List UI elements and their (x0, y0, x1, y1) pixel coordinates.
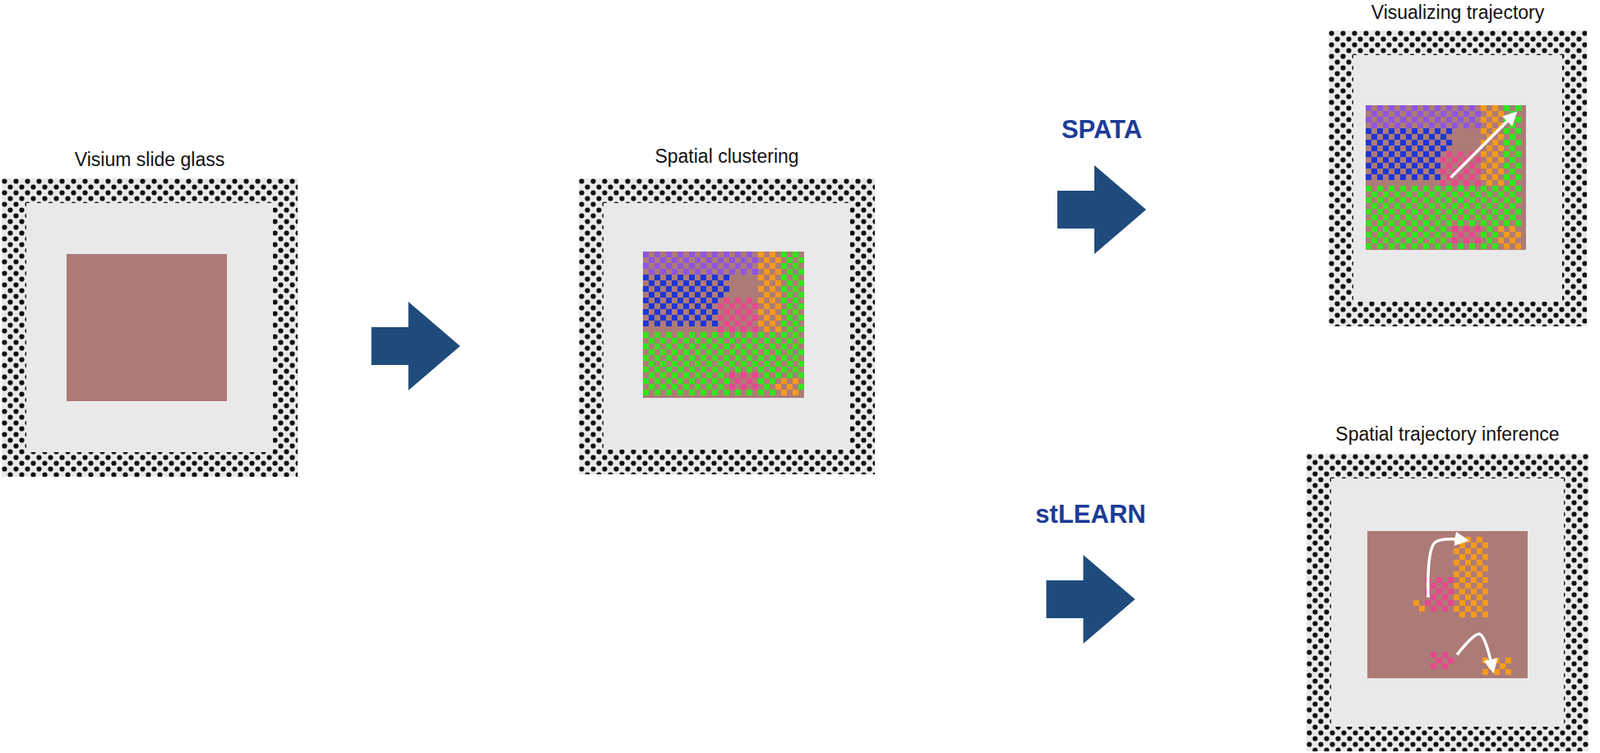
spot-clusters (1413, 536, 1512, 676)
spot-clusters (1365, 105, 1522, 250)
panel-title: Spatial trajectory inference (1273, 423, 1600, 446)
flow-arrow (1057, 165, 1147, 255)
method-label: SPATA (1061, 115, 1143, 145)
trajectory-arrow (1456, 633, 1493, 668)
flow-arrow (1046, 554, 1136, 644)
slide-illustration (578, 178, 875, 475)
flow-arrow (371, 301, 461, 391)
tissue-section (66, 254, 227, 402)
slide-panel: Spatial clustering (578, 178, 875, 475)
trajectory-arrow (1428, 539, 1464, 598)
spot-clusters (642, 251, 805, 396)
fiducial-frame (1306, 453, 1589, 752)
slide-panel: Spatial trajectory inference (1306, 453, 1589, 752)
tissue-section (1367, 531, 1528, 679)
panel-title: Visualizing trajectory (1295, 1, 1600, 24)
slide-illustration (1, 178, 298, 477)
capture-area (1353, 55, 1563, 302)
slide-illustration (1328, 30, 1587, 327)
method-label: stLEARN (1035, 499, 1146, 530)
slide-panel: Visualizing trajectory (1328, 30, 1587, 327)
fiducial-frame (578, 178, 875, 475)
trajectory-arrow (1450, 115, 1513, 178)
capture-area (26, 203, 273, 453)
slide-illustration (1306, 453, 1589, 752)
panel-title: Spatial clustering (545, 145, 908, 168)
panel-title: Visium slide glass (0, 148, 331, 172)
fiducial-frame (1, 178, 298, 477)
capture-area (1331, 478, 1564, 727)
tissue-section (1365, 105, 1527, 250)
capture-area (603, 203, 851, 450)
fiducial-frame (1328, 30, 1587, 327)
slide-panel: Visium slide glass (1, 178, 298, 477)
tissue-section (642, 251, 805, 398)
